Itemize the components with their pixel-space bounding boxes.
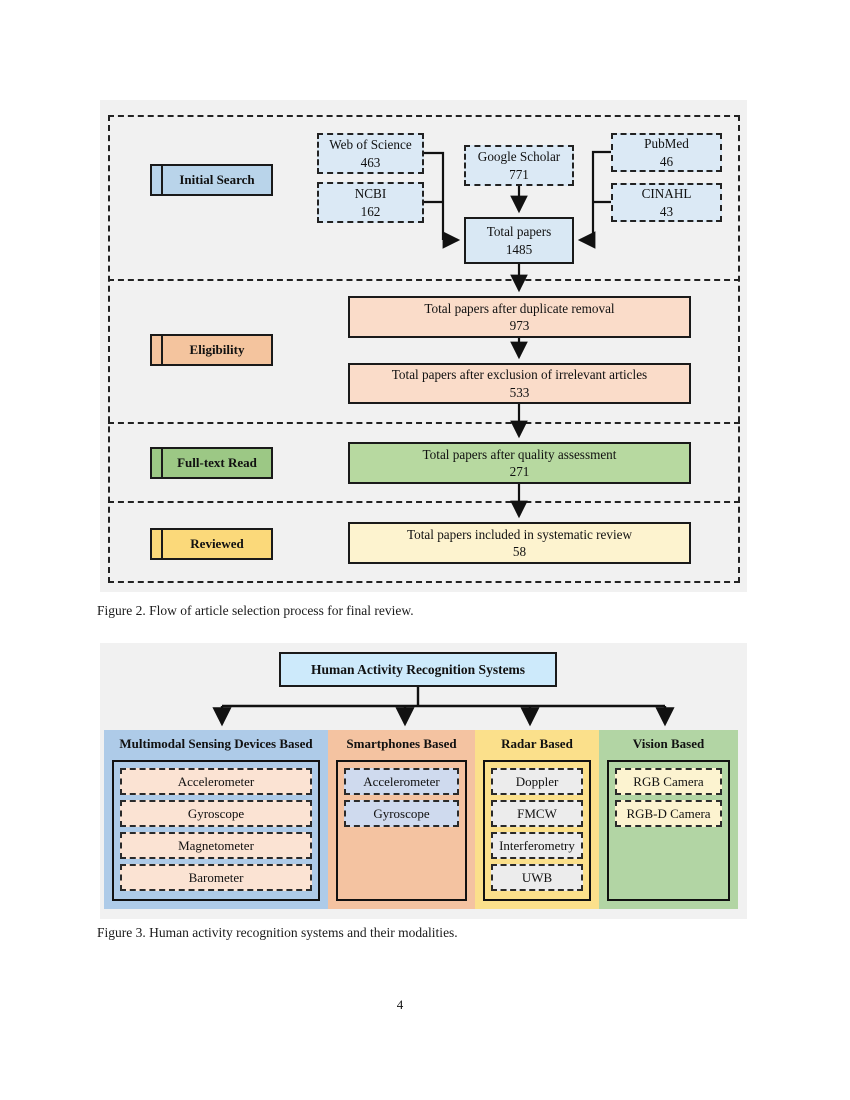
modality-item: Gyroscope <box>344 800 459 827</box>
label-text: Eligibility <box>189 342 245 357</box>
box-google-scholar: Google Scholar 771 <box>464 145 574 186</box>
category-container: Accelerometer Gyroscope <box>336 760 467 901</box>
stage-count: 533 <box>509 384 530 400</box>
source-name: CINAHL <box>641 186 692 202</box>
fig2-section-divider-2 <box>108 422 740 424</box>
category-container: Doppler FMCW Interferometry UWB <box>483 760 591 901</box>
stage-name: Total papers included in systematic revi… <box>406 526 633 542</box>
box-cinahl: CINAHL 43 <box>611 183 722 222</box>
box-total-papers: Total papers 1485 <box>464 217 574 264</box>
modality-item: Accelerometer <box>120 768 312 795</box>
label-text: Full-text Read <box>177 455 257 470</box>
category-radar: Radar Based Doppler FMCW Interferometry … <box>475 730 599 909</box>
modality-item: Interferometry <box>491 832 583 859</box>
modality-item: Gyroscope <box>120 800 312 827</box>
total-name: Total papers <box>486 224 552 240</box>
page-number: 4 <box>396 997 404 1012</box>
stage-name: Total papers after duplicate removal <box>424 300 615 316</box>
label-tab <box>152 449 163 477</box>
stage-name: Total papers after quality assessment <box>422 446 617 462</box>
source-name: PubMed <box>644 136 689 152</box>
label-reviewed: Reviewed <box>150 528 273 560</box>
box-exclusion-irrelevant: Total papers after exclusion of irreleva… <box>348 363 691 404</box>
source-name: Web of Science <box>329 137 412 153</box>
modality-item: Barometer <box>120 864 312 891</box>
source-name: Google Scholar <box>477 149 561 165</box>
stage-name: Total papers after exclusion of irreleva… <box>391 367 648 383</box>
category-multimodal-sensing: Multimodal Sensing Devices Based Acceler… <box>104 730 328 909</box>
label-tab <box>152 336 163 364</box>
fig2-section-divider-1 <box>108 279 740 281</box>
source-count: 43 <box>659 203 674 219</box>
figure2-caption: Figure 2. Flow of article selection proc… <box>97 603 414 618</box>
modality-item: Magnetometer <box>120 832 312 859</box>
stage-count: 973 <box>509 318 530 333</box>
category-header: Vision Based <box>632 736 705 751</box>
category-header: Radar Based <box>501 736 573 751</box>
fig2-outer-dashed-border <box>108 115 740 583</box>
box-pubmed: PubMed 46 <box>611 133 722 172</box>
source-count: 463 <box>360 154 381 170</box>
fig2-section-divider-3 <box>108 501 740 503</box>
label-eligibility: Eligibility <box>150 334 273 366</box>
label-tab <box>152 166 163 194</box>
source-count: 46 <box>659 153 674 169</box>
source-count: 771 <box>509 166 529 182</box>
box-ncbi: NCBI 162 <box>317 182 424 223</box>
figure3-hierarchy-panel: Human Activity Recognition Systems Multi… <box>100 643 747 919</box>
box-duplicate-removal: Total papers after duplicate removal 973 <box>348 296 691 338</box>
category-header: Multimodal Sensing Devices Based <box>119 736 313 751</box>
total-count: 1485 <box>505 241 533 257</box>
label-fulltext-read: Full-text Read <box>150 447 273 479</box>
label-text: Initial Search <box>179 172 255 187</box>
source-count: 162 <box>360 203 381 219</box>
box-har-systems-root: Human Activity Recognition Systems <box>279 652 557 687</box>
stage-count: 58 <box>512 544 527 559</box>
modality-item: RGB Camera <box>615 768 722 795</box>
source-name: NCBI <box>354 186 387 202</box>
modality-item: Accelerometer <box>344 768 459 795</box>
modality-item: Doppler <box>491 768 583 795</box>
modality-item: RGB-D Camera <box>615 800 722 827</box>
modality-item: UWB <box>491 864 583 891</box>
stage-count: 271 <box>509 464 530 479</box>
figure3-caption: Figure 3. Human activity recognition sys… <box>97 925 458 940</box>
category-container: RGB Camera RGB-D Camera <box>607 760 730 901</box>
category-smartphones: Smartphones Based Accelerometer Gyroscop… <box>328 730 475 909</box>
box-quality-assessment: Total papers after quality assessment 27… <box>348 442 691 484</box>
box-web-of-science: Web of Science 463 <box>317 133 424 174</box>
label-initial-search: Initial Search <box>150 164 273 196</box>
category-container: Accelerometer Gyroscope Magnetometer Bar… <box>112 760 320 901</box>
category-header: Smartphones Based <box>346 736 457 751</box>
figure2-flowchart-panel: Initial Search Eligibility Full-text Rea… <box>100 100 747 592</box>
category-vision: Vision Based RGB Camera RGB-D Camera <box>599 730 738 909</box>
modality-item: FMCW <box>491 800 583 827</box>
label-tab <box>152 530 163 558</box>
label-text: Reviewed <box>190 536 244 551</box>
box-included-systematic-review: Total papers included in systematic revi… <box>348 522 691 564</box>
